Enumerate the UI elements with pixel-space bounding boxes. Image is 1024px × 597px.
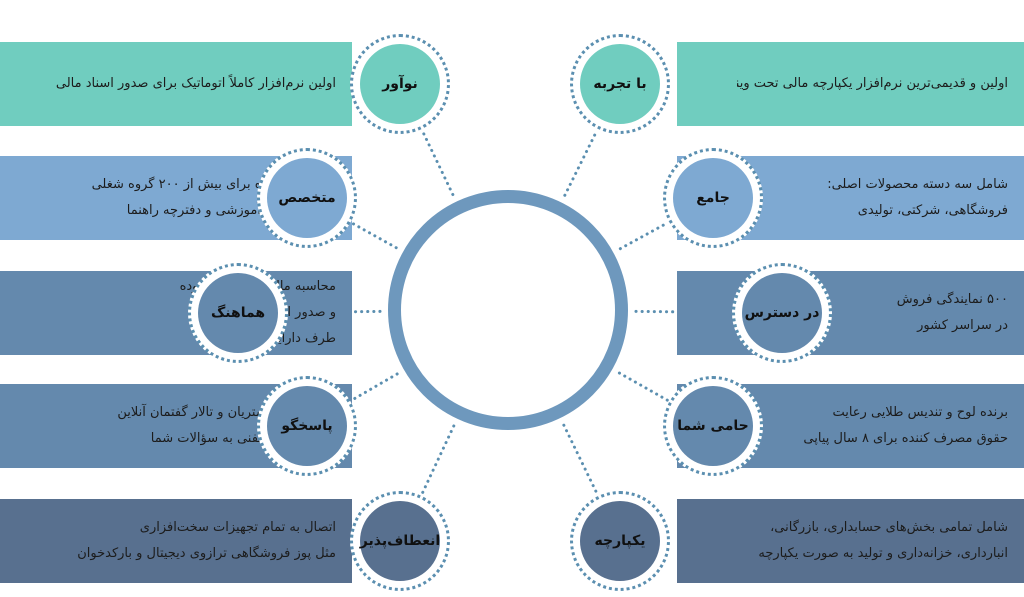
description-bar-right-5: شامل تمامی بخش‌های حسابداری، بازرگانی، ان… — [677, 499, 1024, 583]
feature-title: جامع — [673, 158, 753, 238]
connector-right-2 — [618, 221, 669, 251]
description-line: برنده لوح و تندیس طلایی رعایت — [832, 405, 1008, 420]
connector-right-4 — [617, 371, 670, 402]
description-line: شامل تمامی بخش‌های حسابداری، بازرگانی، — [770, 520, 1008, 535]
description-line: اتصال به تمام تجهیزات سخت‌افزاری — [139, 520, 336, 535]
center-hub — [388, 190, 628, 430]
connector-right-5 — [562, 423, 599, 496]
connector-left-2 — [350, 221, 398, 250]
feature-badge-right-3: در دسترس — [732, 263, 832, 363]
feature-badge-left-5: انعطاف‌پذیر — [350, 491, 450, 591]
feature-badge-left-1: نوآور — [350, 34, 450, 134]
feature-title: انعطاف‌پذیر — [360, 501, 440, 581]
feature-title: متخصص — [267, 158, 347, 238]
feature-title: هماهنگ — [198, 273, 278, 353]
description-line: حقوق مصرف کننده برای ۸ سال پیاپی — [803, 431, 1008, 446]
description-line: محاسبه مالیات ارزش افزوده — [180, 279, 336, 294]
description-bar-left-1: اولین نرم‌افزار کاملاً اتوماتیک برای صدو… — [0, 42, 352, 126]
feature-title: با تجربه — [580, 44, 660, 124]
feature-badge-left-2: متخصص — [257, 148, 357, 248]
description-line: انبارداری، خزانه‌داری و تولید به صورت یک… — [758, 546, 1008, 561]
connector-left-5 — [420, 424, 456, 496]
connector-right-1 — [563, 129, 599, 197]
description-bar-left-3: محاسبه مالیات ارزش افزودهو صدور اسناد تا… — [0, 271, 352, 355]
description-bar-right-3: ۵۰۰ نمایندگی فروش در سراسر کشور — [677, 271, 1024, 355]
description-line: طرف دارایی — [267, 331, 336, 346]
feature-title: یکپارچه — [580, 501, 660, 581]
feature-badge-right-2: جامع — [663, 148, 763, 248]
connector-left-1 — [420, 129, 455, 197]
feature-title: در دسترس — [742, 273, 822, 353]
description-line: اولین و قدیمی‌ترین نرم‌افزار یکپارچه مال… — [737, 76, 1008, 91]
feature-title: پاسخگو — [267, 386, 347, 466]
description-bar-left-5: اتصال به تمام تجهیزات سخت‌افزاری مثل پوز … — [0, 499, 352, 583]
description-line: اولین نرم‌افزار کاملاً اتوماتیک برای صدو… — [55, 76, 336, 91]
feature-badge-left-3: هماهنگ — [188, 263, 288, 363]
feature-badge-right-4: حامی شما — [663, 376, 763, 476]
description-line: مثل پوز فروشگاهی ترازوی دیجیتال و بارکدخ… — [77, 546, 336, 561]
description-line: فروشگاهی، شرکتی، تولیدی — [857, 203, 1008, 218]
connector-left-4 — [350, 372, 399, 402]
feature-badge-right-5: یکپارچه — [570, 491, 670, 591]
description-bar-right-1: اولین و قدیمی‌ترین نرم‌افزار یکپارچه مال… — [677, 42, 1024, 126]
feature-title: حامی شما — [673, 386, 753, 466]
feature-badge-left-4: پاسخگو — [257, 376, 357, 476]
feature-badge-right-1: با تجربه — [570, 34, 670, 134]
description-line: شامل سه دسته محصولات اصلی: — [827, 177, 1008, 192]
description-line: در سراسر کشور — [917, 318, 1008, 333]
feature-title: نوآور — [360, 44, 440, 124]
description-line: ۵۰۰ نمایندگی فروش — [896, 292, 1008, 307]
